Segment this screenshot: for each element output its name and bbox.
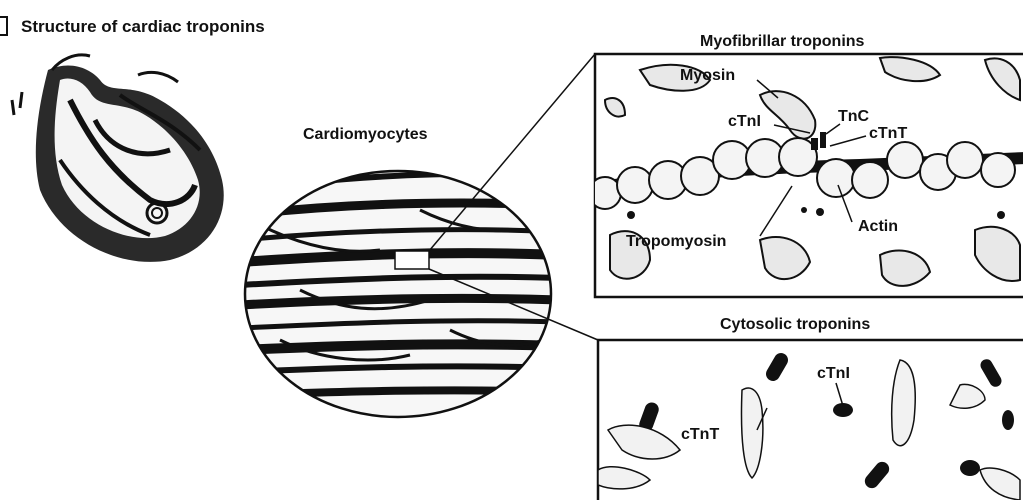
myofibrillar-panel (589, 54, 1023, 297)
tropomyosin-label: Tropomyosin (626, 233, 726, 251)
heart-illustration (12, 55, 224, 262)
myofibrillar-ctnt-label: cTnT (869, 125, 907, 143)
cytosolic-ctnt-label: cTnT (681, 426, 719, 444)
actin-label: Actin (858, 218, 898, 236)
cardiomyocytes-oval (240, 171, 560, 417)
cytosolic-panel-title: Cytosolic troponins (720, 316, 870, 334)
myosin-label: Myosin (680, 67, 735, 85)
cardiomyocytes-label: Cardiomyocytes (303, 126, 428, 144)
cytosolic-panel (598, 340, 1023, 500)
myofibrillar-ctni-label: cTnI (728, 113, 761, 131)
tnc-label: TnC (838, 108, 869, 126)
cytosolic-ctni-label: cTnI (817, 365, 850, 383)
myofibrillar-panel-title: Myofibrillar troponins (700, 33, 864, 51)
